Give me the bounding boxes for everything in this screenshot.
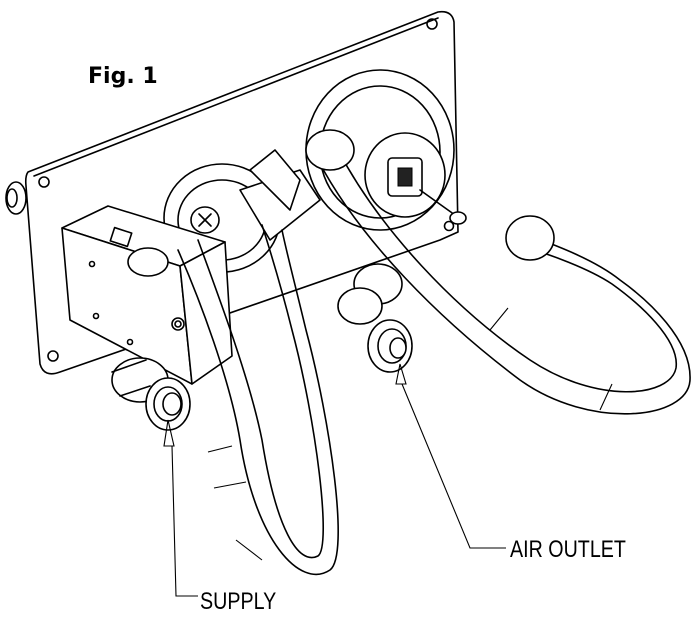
- supply-callout: SUPPLY: [200, 588, 277, 615]
- supply-leader: [163, 419, 198, 597]
- air-outlet-callout: AIR OUTLET: [510, 536, 626, 563]
- figure-label: Fig. 1: [88, 64, 158, 89]
- gauge-body: [305, 69, 467, 231]
- supply-fitting: [111, 357, 191, 431]
- air-outlet-fitting: [337, 263, 413, 373]
- left-tube: [177, 224, 339, 576]
- right-tube: [305, 129, 691, 415]
- manifold-block: [61, 205, 233, 385]
- air-outlet-leader: [395, 363, 506, 549]
